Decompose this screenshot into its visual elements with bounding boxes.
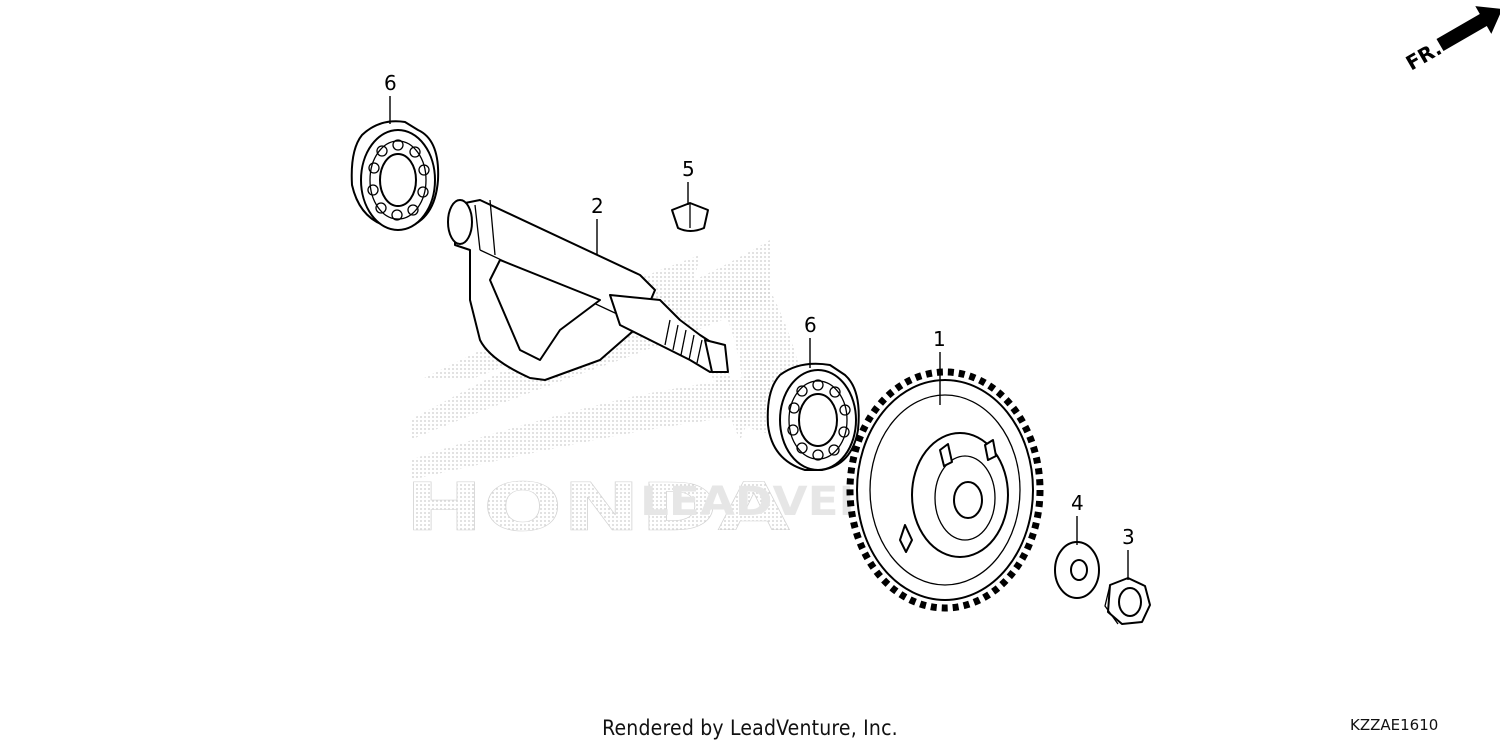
callout-2: 2 (591, 194, 604, 255)
callout-6b: 6 (804, 313, 817, 368)
callout-label-6a: 6 (384, 71, 397, 95)
front-direction-arrow-icon: FR. (1402, 6, 1500, 75)
rendered-by-credit: Rendered by LeadVenture, Inc. (602, 716, 898, 740)
callout-3: 3 (1122, 525, 1135, 580)
diagram-code: KZZAE1610 (1350, 716, 1439, 734)
balancer-gear (846, 368, 1044, 612)
callout-label-1: 1 (933, 327, 946, 351)
callout-label-3: 3 (1122, 525, 1135, 549)
callout-5: 5 (682, 157, 695, 205)
callout-label-2: 2 (591, 194, 604, 218)
radial-ball-bearing-lower (766, 362, 860, 471)
washer (1054, 541, 1100, 599)
radial-ball-bearing-upper (350, 120, 440, 231)
callout-label-5: 5 (682, 157, 695, 181)
callout-label-4: 4 (1071, 491, 1084, 515)
callout-1: 1 (933, 327, 946, 405)
callout-4: 4 (1071, 491, 1084, 545)
watermark-brand-text: HONDA (405, 469, 790, 546)
callout-label-6b: 6 (804, 313, 817, 337)
nut (1104, 577, 1151, 625)
balancer-shaft (447, 199, 729, 381)
woodruff-key (671, 202, 709, 232)
callout-6a: 6 (384, 71, 397, 124)
